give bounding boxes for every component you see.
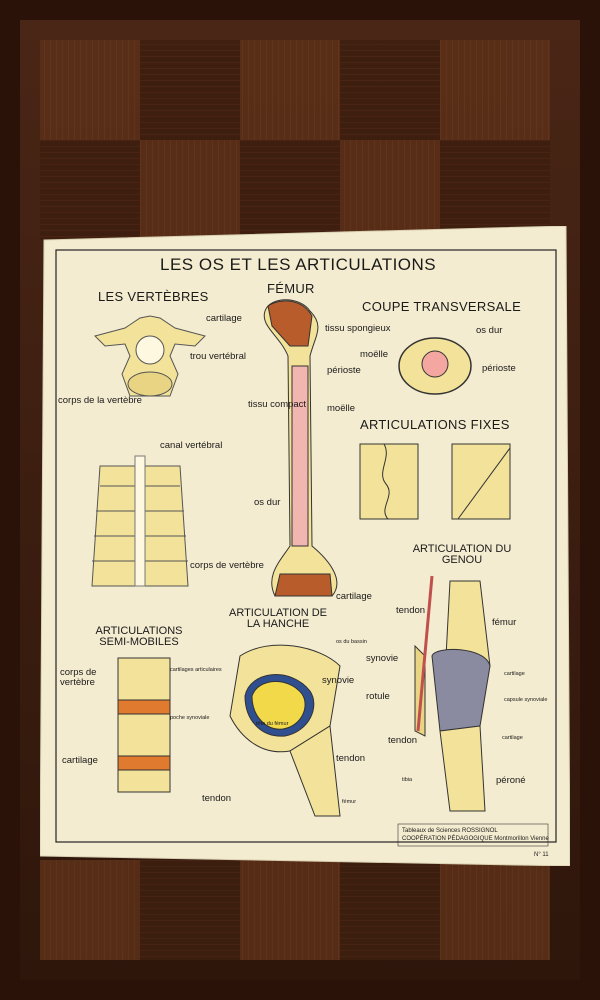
knee-heading: ARTICULATION DU GENOU [412,543,512,566]
label-knee-cartilage-top: cartilage [504,671,525,677]
label-tissu-compact: tissu compact [248,399,307,410]
label-knee-synovie: synovie [366,653,399,664]
label-hip-poche: poche synoviale [170,715,210,721]
label-hip-tendon-right: tendon [336,753,366,764]
label-hip-cartilages: cartilages articulaires [170,667,222,673]
vertebrae-heading: LES VERTÈBRES [98,289,209,304]
label-knee-rotule: rotule [366,691,390,702]
semi-mobile-drawing [117,657,171,793]
label-moelle: moëlle [327,403,355,414]
semi-mobile-heading: ARTICULATIONS SEMI-MOBILES [95,625,183,648]
label-canal-vertebral: canal vertébral [160,440,223,451]
cross-section-drawing [398,337,472,395]
credit-line-2: COOPÉRATION PÉDAGOGIQUE Montmorillon Vie… [402,836,549,842]
label-moelle-section: moëlle [360,349,388,360]
label-hip-tendon-left: tendon [202,793,232,804]
anatomy-poster: LES OS ET LES ARTICULATIONS LES VERTÈBRE… [40,226,570,866]
label-os-dur: os dur [254,497,281,508]
label-cartilage-bottom: cartilage [336,591,372,602]
label-os-dur-section: os dur [476,325,503,336]
poster-title: LES OS ET LES ARTICULATIONS [160,255,437,274]
label-hip-femur: fémur [342,799,357,805]
femur-drawing [263,299,338,597]
section-heading: COUPE TRANSVERSALE [362,299,522,314]
label-knee-tendon-top: tendon [396,605,426,616]
label-perioste: périoste [327,365,361,376]
label-corps-de-vertebre: corps de vertèbre [190,560,264,571]
fixed-joint-drawings [359,443,511,520]
label-knee-cartilage-bottom: cartilage [502,735,523,741]
label-knee-tibia: tibia [402,777,413,783]
label-hip-tete-du-femur: tête du fémur [256,721,289,727]
label-semi-corps-de-vertebre: corps de vertèbre [60,667,97,688]
knee-drawing [414,575,491,812]
label-knee-femur: fémur [492,617,517,628]
credit-box [397,823,549,847]
spine-drawing [91,455,189,587]
fixed-joints-heading: ARTICULATIONS FIXES [360,417,510,432]
femur-heading: FÉMUR [267,281,315,296]
label-cartilage-top: cartilage [206,313,242,324]
label-semi-cartilage: cartilage [62,755,98,766]
label-hip-synovie: synovie [322,675,355,686]
label-corps-de-la-vertebre: corps de la vertèbre [58,395,142,406]
label-tissu-spongieux: tissu spongieux [325,323,391,334]
label-perioste-section: périoste [482,363,516,374]
label-knee-perone: péroné [496,775,526,786]
poster-number: N° 11 [534,852,549,858]
hip-drawing [229,644,341,817]
label-knee-tendon-bottom: tendon [388,735,418,746]
label-knee-capsule: capsule synoviale [504,697,548,703]
poster-artwork [40,226,570,866]
vertebra-top-drawing [94,315,206,397]
label-trou-vertebral: trou vertébral [190,351,246,362]
credit-line-1: Tableaux de Sciences ROSSIGNOL [402,828,498,834]
hip-heading: ARTICULATION DE LA HANCHE [229,607,327,630]
label-hip-os-du-bassin: os du bassin [336,639,367,645]
